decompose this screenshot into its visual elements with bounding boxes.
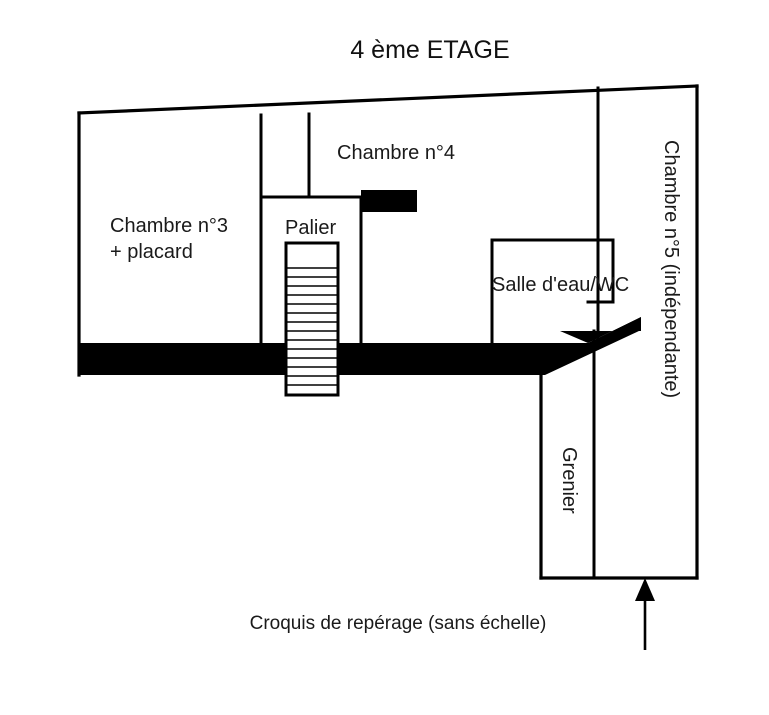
room-label-chambre5: Chambre n°5 (indépendante) bbox=[660, 140, 682, 398]
page-title: 4 ème ETAGE bbox=[350, 36, 509, 64]
arrow-up-icon bbox=[635, 578, 655, 650]
room-label-salle-deau-wc: Salle d'eau/WC bbox=[492, 274, 629, 296]
room-label-chambre3-line2: + placard bbox=[110, 241, 193, 263]
exterior-wall-top-sloped bbox=[77, 84, 699, 115]
room-label-chambre3-line1: Chambre n°3 bbox=[110, 215, 228, 237]
room-label-grenier: Grenier bbox=[558, 447, 580, 514]
solid-closet-block-chambre4 bbox=[361, 190, 417, 212]
staircase-icon bbox=[284, 241, 340, 397]
room-label-chambre4: Chambre n°4 bbox=[337, 142, 455, 164]
partition-wall-diagonal-wedge bbox=[560, 317, 641, 343]
drawing-caption: Croquis de repérage (sans échelle) bbox=[250, 613, 547, 634]
room-label-palier: Palier bbox=[285, 217, 336, 239]
